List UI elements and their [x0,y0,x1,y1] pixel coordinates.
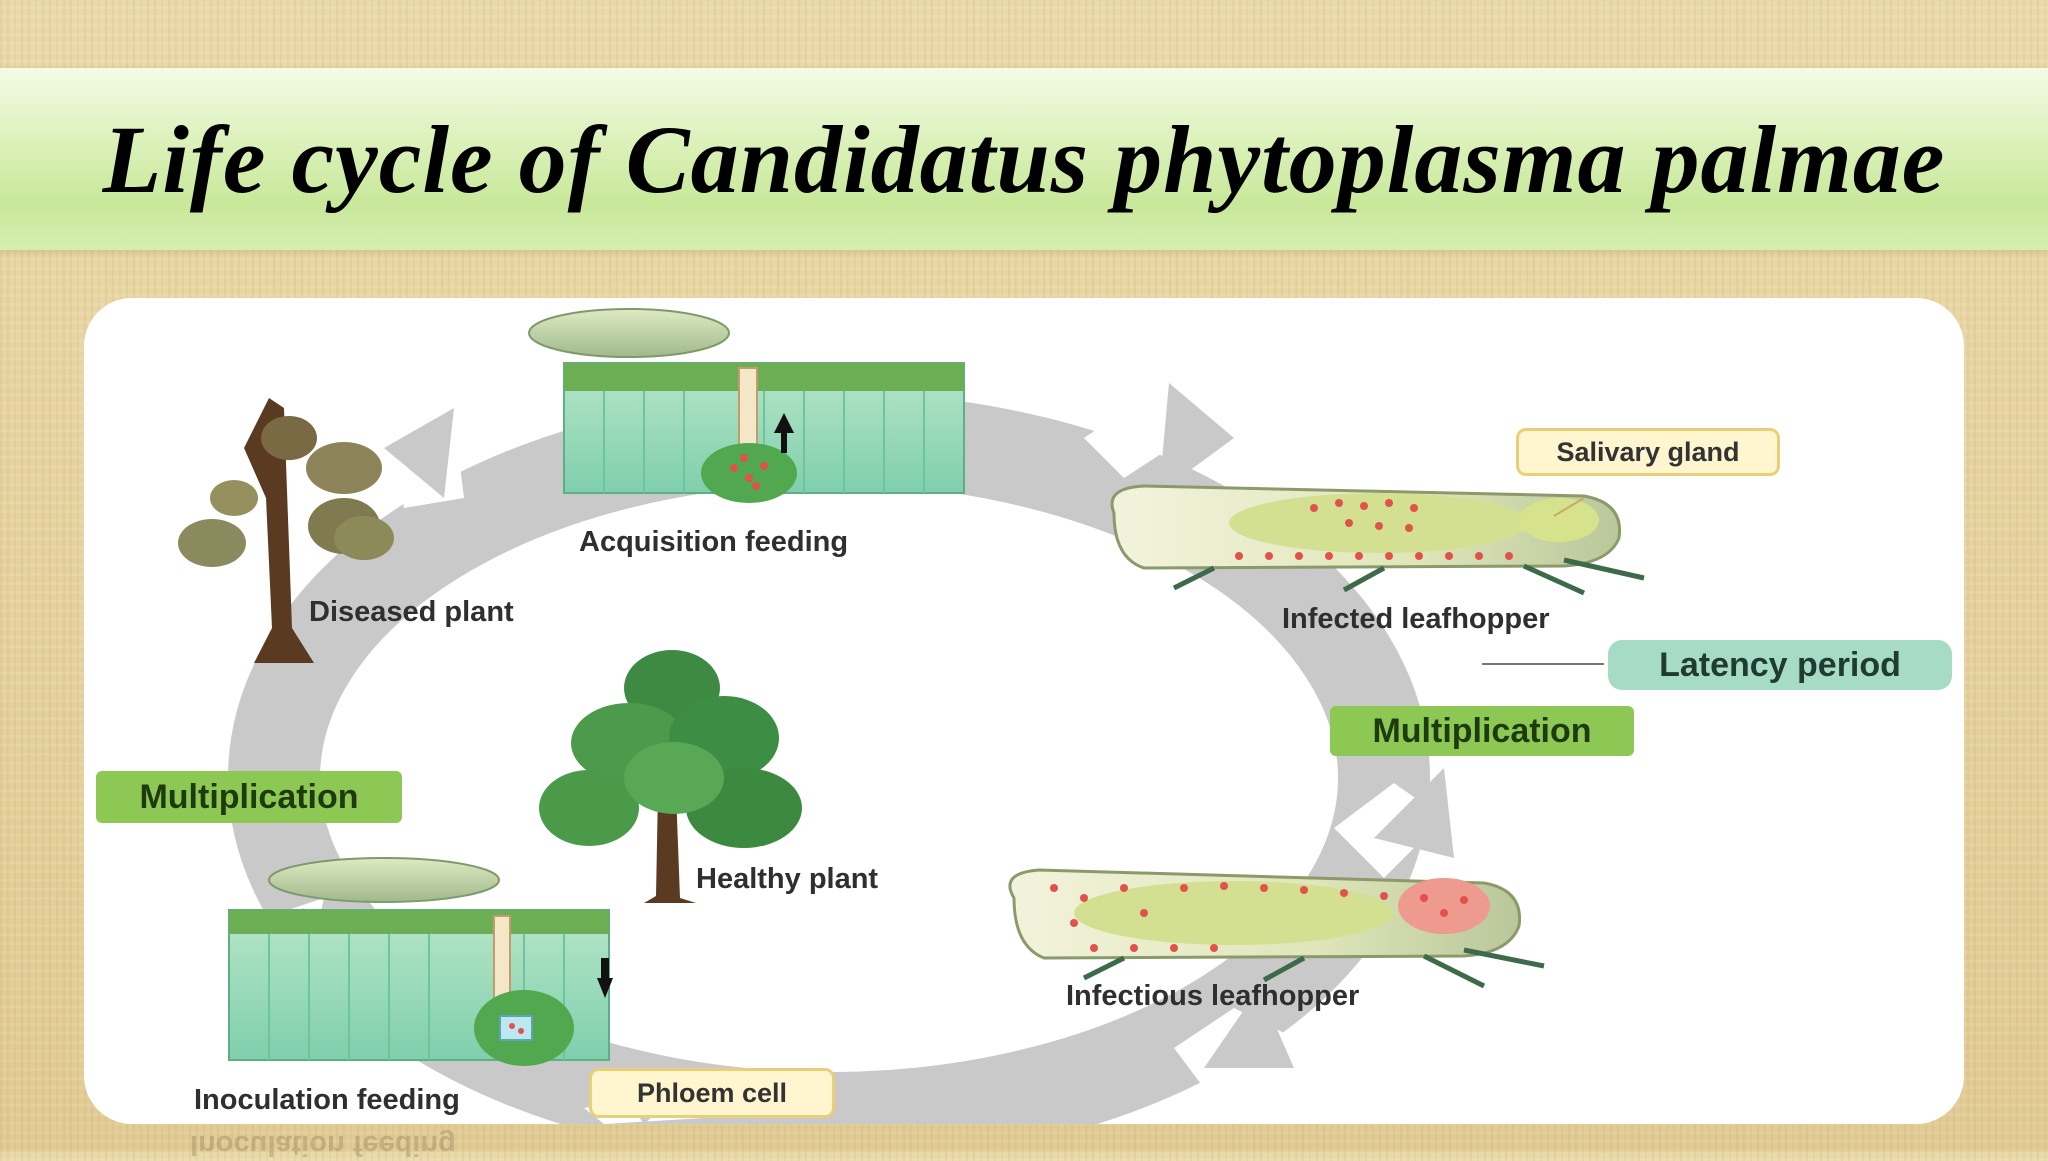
diagram-panel: Acquisition feeding Diseased plant Healt… [84,298,1964,1124]
multiplication-left-tag: Multiplication [96,771,402,823]
salivary-gland-tag: Salivary gland [1516,428,1780,476]
infectious-leafhopper-label: Infectious leafhopper [1066,980,1360,1012]
multiplication-right-tag: Multiplication [1330,706,1634,756]
acquisition-feeding-illustration [528,308,965,503]
title-band: Life cycle of Candidatus phytoplasma pal… [0,68,2048,250]
acquisition-feeding-label: Acquisition feeding [579,526,849,558]
life-cycle-diagram [178,308,1645,1124]
arrowhead-top-left [384,408,454,498]
arrowhead-bottom-right [1204,988,1294,1068]
inoculation-feeding-illustration [228,857,613,1066]
phloem-cell-tag: Phloem cell [589,1068,835,1118]
diseased-plant-label: Diseased plant [309,596,514,628]
inoculation-feeding-label: Inoculation feeding [194,1084,460,1116]
infectious-leafhopper-illustration [1008,868,1545,989]
inoculation-feeding-reflection: Inoculation feeding [190,1129,456,1161]
infected-leafhopper-label: Infected leafhopper [1282,603,1550,635]
arrowhead-top-right [1159,383,1234,493]
page-title: Life cycle of Candidatus phytoplasma pal… [102,105,1946,213]
infected-leafhopper-illustration [1110,484,1645,596]
healthy-plant-illustration [539,650,802,903]
latency-period-tag: Latency period [1608,640,1952,690]
healthy-plant-label: Healthy plant [696,863,879,895]
diseased-plant-illustration [178,398,394,663]
arrowhead-right [1374,768,1454,858]
